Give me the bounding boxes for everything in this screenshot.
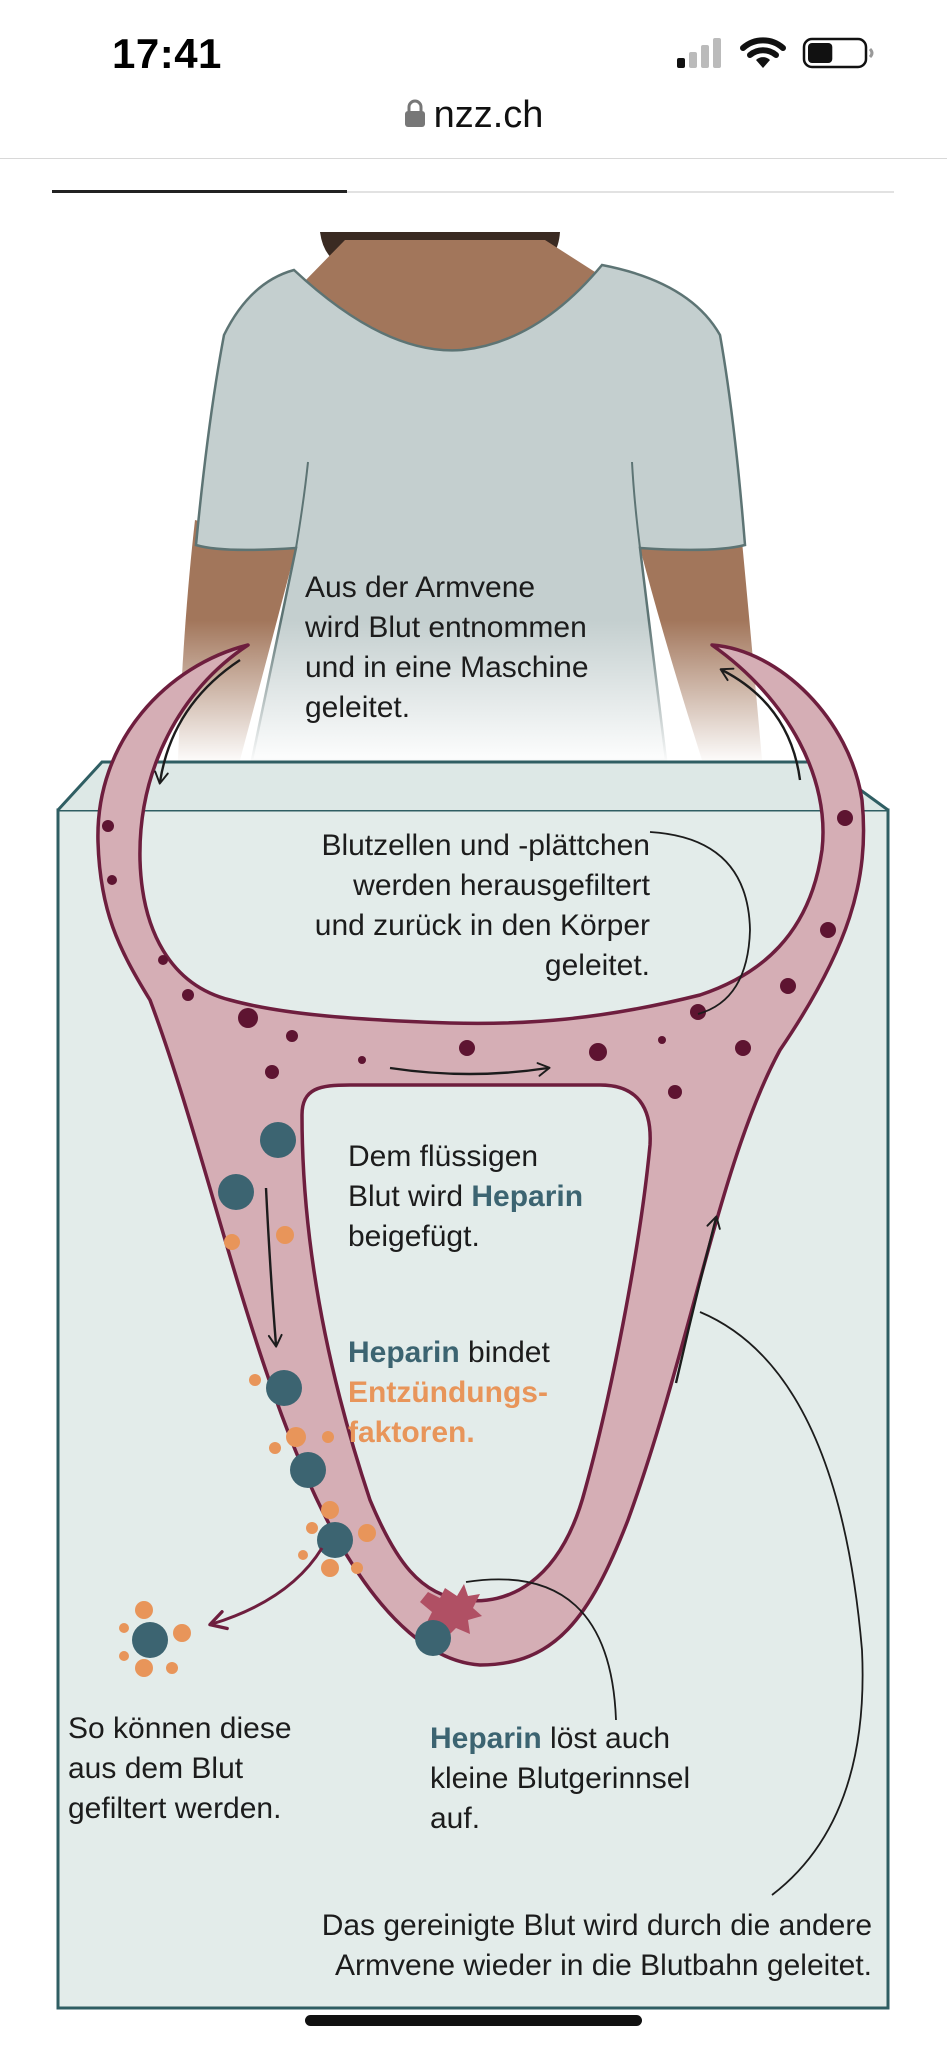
inflammation-factor (173, 1624, 191, 1642)
blood-cell (690, 1004, 706, 1020)
home-indicator[interactable] (305, 2015, 642, 2026)
label-loest-text: löst auch kleine Blutgerinnsel auf. (430, 1722, 691, 1835)
blood-cell (658, 1036, 666, 1044)
heparin-molecule (266, 1370, 302, 1406)
blood-cells (102, 810, 853, 1099)
reading-progress-bar (52, 190, 894, 193)
url-wrap[interactable]: nzz.ch (0, 94, 947, 138)
inflammation-factor (269, 1442, 281, 1454)
arrow-back-to-body (719, 667, 802, 781)
inflammation-factor (119, 1623, 129, 1633)
inflammation-factor (286, 1427, 306, 1447)
inflammation-factor (249, 1374, 261, 1386)
label-beigefuegt-end: beigefügt. (348, 1220, 480, 1253)
leader-lines (465, 831, 864, 1896)
inflammation-factor (321, 1501, 339, 1519)
blood-cell (459, 1040, 475, 1056)
inflammation-factor (224, 1234, 240, 1250)
blood-cell (837, 810, 853, 826)
blood-cell (358, 1056, 366, 1064)
label-gefiltert: So können diese aus dem Blut gefiltert w… (68, 1712, 292, 1825)
label-bindet: Heparin bindet Entzündungs- faktoren. (348, 1333, 550, 1453)
arrow-heparin-down (264, 1187, 283, 1348)
inflammation-factor (298, 1550, 308, 1560)
url-text[interactable]: nzz.ch (433, 94, 544, 136)
heparin-particles (218, 1122, 376, 1577)
blood-tube (96, 643, 866, 1667)
body-fade (160, 620, 780, 765)
person-neck (300, 240, 595, 353)
blood-cell (589, 1043, 607, 1061)
label-blutzellen: Blutzellen und -plättchen werden herausg… (314, 829, 650, 982)
leader-clot (465, 1578, 617, 1721)
blood-cell (780, 978, 796, 994)
reading-progress-fill (52, 190, 347, 193)
blood-cell (182, 989, 194, 1001)
inflammation-factor (119, 1651, 129, 1661)
inflammation-factor (306, 1522, 318, 1534)
inflammation-factor (135, 1601, 153, 1619)
label-beigefuegt-heparin: Heparin (471, 1180, 584, 1213)
blood-clot (415, 1584, 482, 1656)
label-loest: Heparin löst auch kleine Blutgerinnsel a… (430, 1719, 690, 1839)
label-beigefuegt: Dem flüssigen Blut wird Heparin beigefüg… (348, 1137, 583, 1257)
blood-cell (265, 1065, 279, 1079)
heparin-molecule (132, 1622, 168, 1658)
inflammation-factor (322, 1431, 334, 1443)
label-gereinigt: Das gereinigte Blut wird durch die ander… (321, 1909, 872, 1982)
label-loest-heparin: Heparin (430, 1722, 542, 1755)
blood-cell (238, 1008, 258, 1028)
flow-arrows (154, 658, 802, 1631)
blood-cell (286, 1030, 298, 1042)
heparin-molecule (290, 1452, 326, 1488)
arrow-up-right (674, 1215, 721, 1384)
leader-blutzellen (649, 831, 751, 1015)
blood-cell (107, 875, 117, 885)
label-bindet-factors: Entzündungs- faktoren. (348, 1376, 548, 1449)
filtered-cluster (119, 1601, 191, 1677)
person-figure (160, 232, 780, 765)
heparin-molecule (218, 1174, 254, 1210)
arrow-into-machine (154, 658, 241, 785)
heparin-molecule (317, 1522, 353, 1558)
status-bar: 17:41 (0, 0, 947, 100)
status-time: 17:41 (112, 30, 222, 77)
arrow-filtered-out (208, 1547, 324, 1631)
inflammation-factor (166, 1662, 178, 1674)
inflammation-factor (321, 1559, 339, 1577)
arrow-cells-return (389, 1062, 551, 1077)
inflammation-factor (358, 1524, 376, 1542)
browser-url-bar[interactable]: nzz.ch (0, 90, 947, 159)
cellular-signal-icon (677, 38, 721, 68)
blood-cell (158, 955, 168, 965)
label-bindet-heparin: Heparin (348, 1336, 460, 1369)
blood-cell (735, 1040, 751, 1056)
status-icons (677, 36, 877, 81)
lock-icon (404, 95, 426, 138)
inflammation-factor (135, 1659, 153, 1677)
blood-cell (102, 820, 114, 832)
label-bindet-text: bindet (468, 1336, 550, 1369)
inflammation-factor (351, 1562, 363, 1574)
blood-cell (668, 1085, 682, 1099)
wifi-icon (740, 37, 786, 68)
heparin-molecule (260, 1122, 296, 1158)
battery-icon (802, 37, 874, 69)
inflammation-factor (276, 1226, 294, 1244)
label-beigefuegt-text: Dem flüssigen Blut wird (348, 1140, 539, 1213)
blood-cell (820, 922, 836, 938)
leader-gereinigt (699, 1311, 864, 1896)
label-armvene: Aus der Armvene wird Blut entnommen und … (305, 571, 589, 724)
